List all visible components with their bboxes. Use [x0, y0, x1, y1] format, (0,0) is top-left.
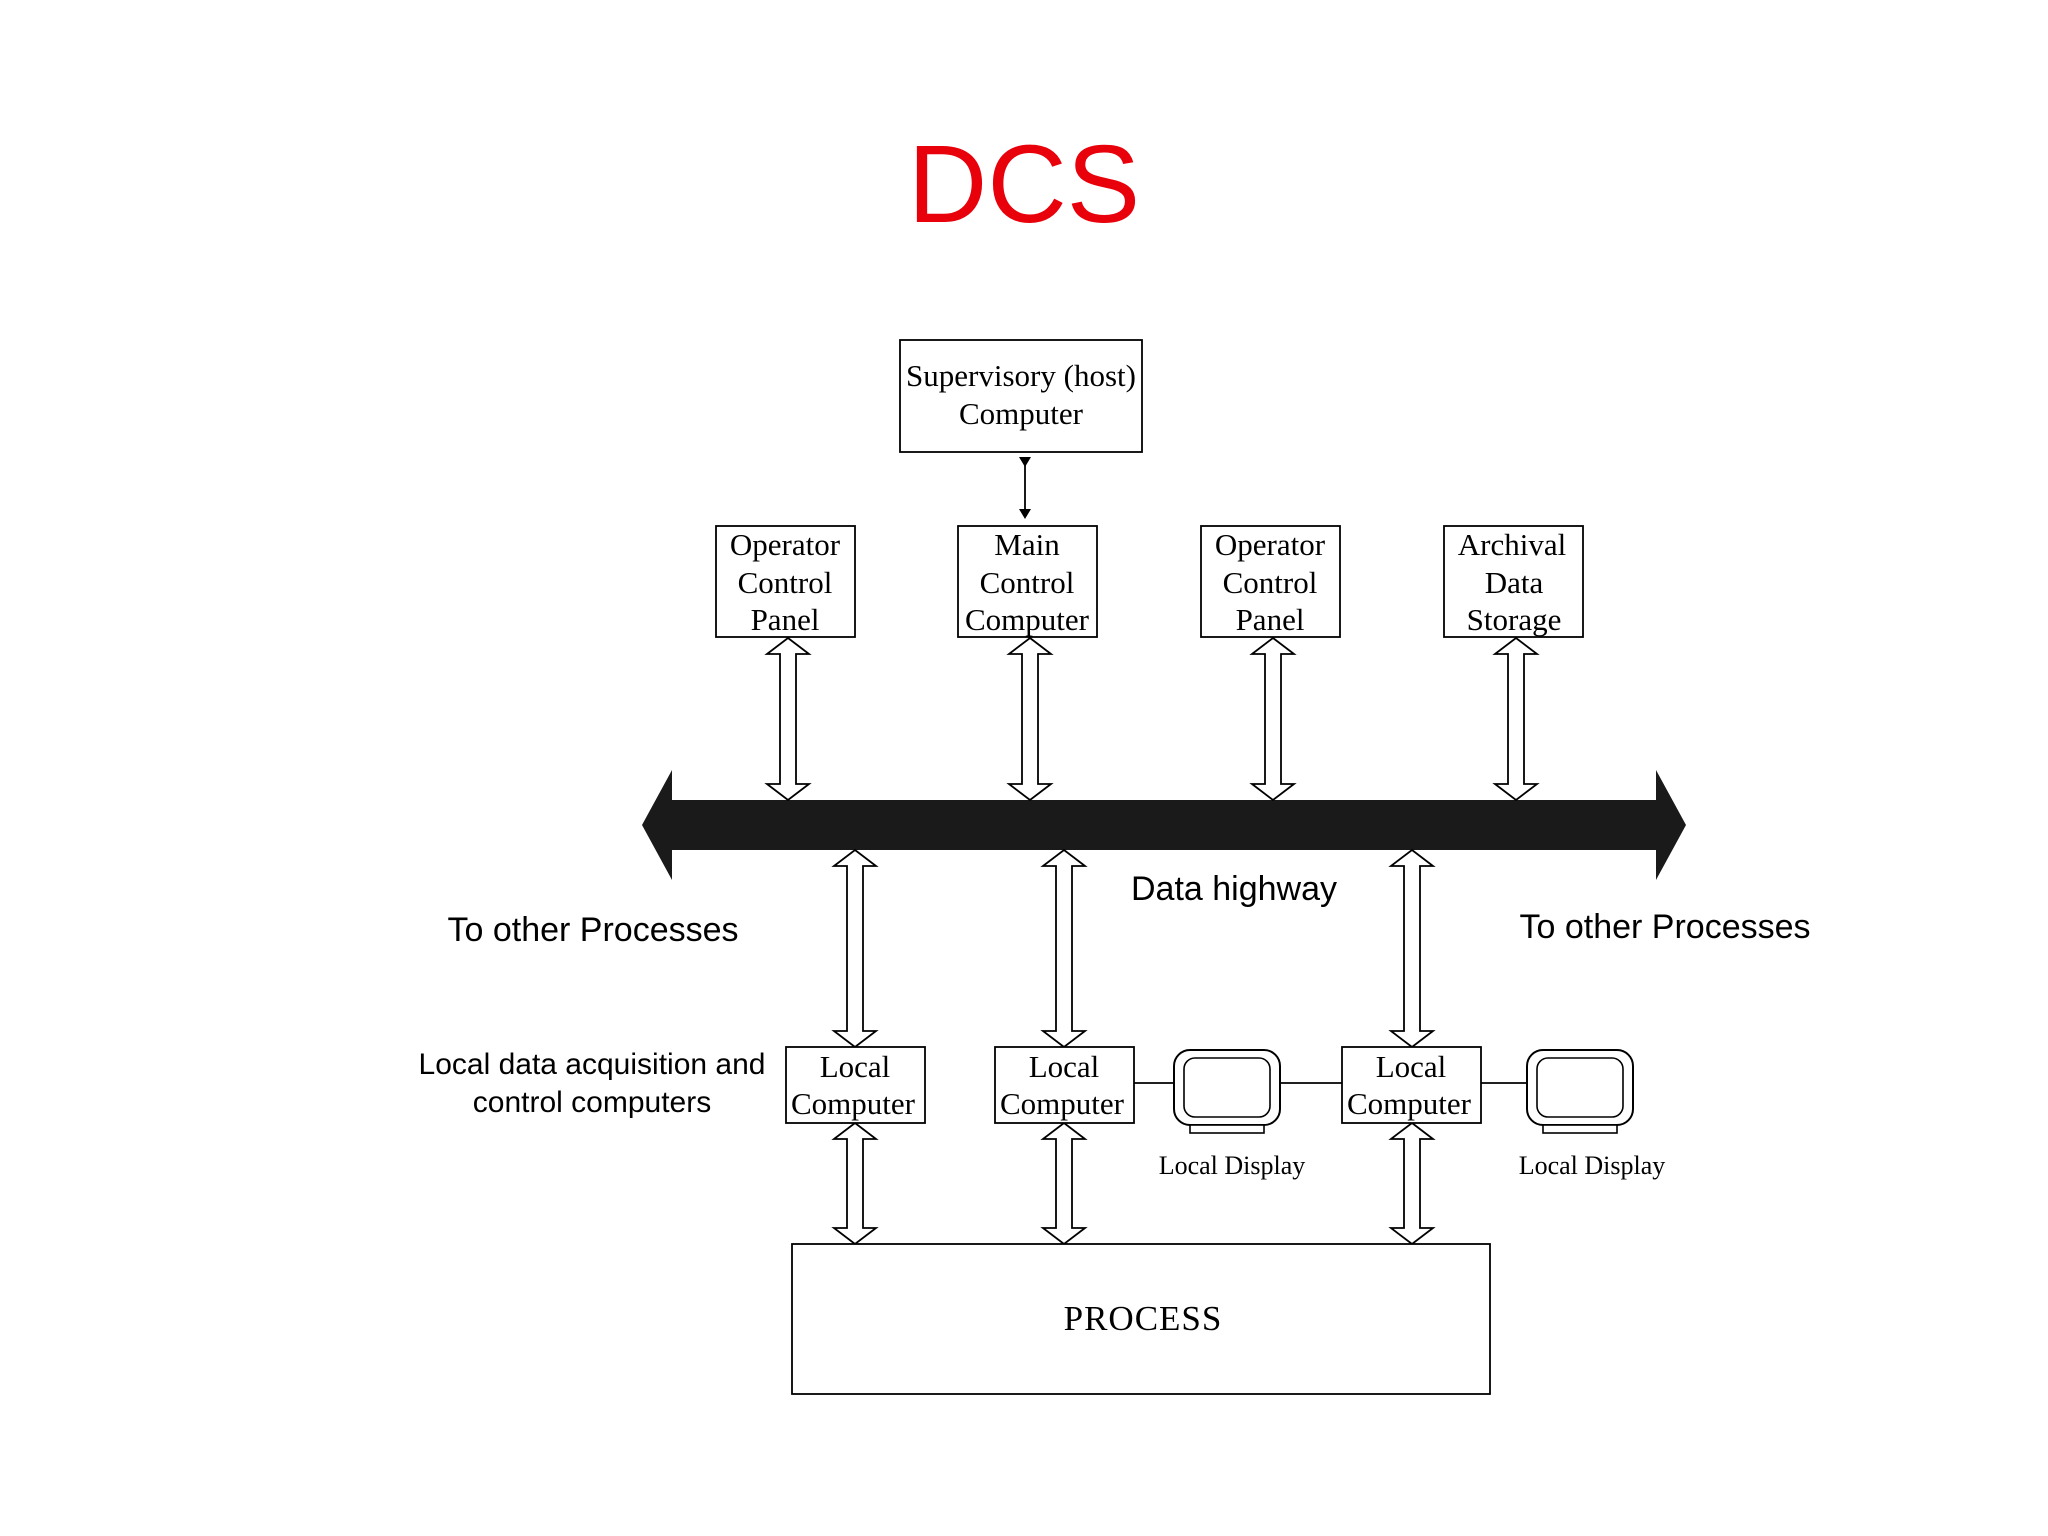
archival-line-2: Data [1485, 565, 1544, 600]
supervisory-computer-node: Supervisory (host) Computer [899, 339, 1143, 453]
archival-line-3: Storage [1467, 602, 1562, 637]
local-computer-2-node: Local Computer [994, 1046, 1135, 1124]
local-2-line-2: Computer [1000, 1086, 1125, 1121]
operator-left-line-3: Panel [751, 602, 820, 637]
operator-control-panel-left-node: Operator Control Panel [715, 525, 856, 638]
hollow-arrows [764, 636, 1540, 1246]
local-acq-label-line-1: Local data acquisition and [419, 1048, 766, 1081]
to-other-processes-left-label: To other Processes [447, 911, 738, 949]
monitor-icon [1173, 1049, 1281, 1134]
process-node: PROCESS [791, 1243, 1491, 1395]
supervisory-line-2: Computer [959, 396, 1084, 431]
to-other-processes-right-label: To other Processes [1519, 908, 1810, 946]
archival-line-1: Archival [1458, 527, 1566, 562]
operator-left-line-2: Control [738, 565, 833, 600]
main-control-line-3: Computer [965, 602, 1090, 637]
local-3-line-2: Computer [1347, 1086, 1472, 1121]
main-control-line-1: Main [994, 527, 1060, 562]
main-control-computer-node: Main Control Computer [957, 525, 1098, 638]
archival-data-storage-node: Archival Data Storage [1443, 525, 1584, 638]
operator-right-line-2: Control [1223, 565, 1318, 600]
link-arrow-process-2 [1040, 1121, 1088, 1246]
local-computer-3-node: Local Computer [1341, 1046, 1482, 1124]
slide-title: DCS [907, 123, 1141, 246]
link-arrow-process-1 [831, 1121, 879, 1246]
link-arrow-main-control [1006, 636, 1054, 802]
local-1-line-2: Computer [791, 1086, 916, 1121]
process-label: PROCESS [1064, 1299, 1223, 1338]
local-2-line-1: Local [1029, 1049, 1100, 1084]
local-acq-label-line-2: control computers [473, 1086, 711, 1119]
data-highway-arrow [642, 770, 1686, 880]
local-1-line-1: Local [820, 1049, 891, 1084]
local-display-1-label: Local Display [1159, 1151, 1306, 1180]
link-arrow-operator-left [764, 636, 812, 802]
link-arrow-process-3 [1388, 1121, 1436, 1246]
local-display-2-label: Local Display [1519, 1151, 1666, 1180]
operator-control-panel-right-node: Operator Control Panel [1200, 525, 1341, 638]
local-3-line-1: Local [1376, 1049, 1447, 1084]
operator-right-line-1: Operator [1215, 527, 1326, 562]
data-highway-label: Data highway [1131, 870, 1337, 908]
link-arrow-operator-right [1249, 636, 1297, 802]
local-computer-1-node: Local Computer [785, 1046, 926, 1124]
main-control-line-2: Control [980, 565, 1075, 600]
monitor-icon [1526, 1049, 1634, 1134]
link-arrow-local-3 [1388, 848, 1436, 1049]
link-arrow-archival [1492, 636, 1540, 802]
link-arrow-local-1 [831, 848, 879, 1049]
link-arrow-local-2 [1040, 848, 1088, 1049]
supervisory-line-1: Supervisory (host) [906, 358, 1136, 393]
operator-left-line-1: Operator [730, 527, 841, 562]
operator-right-line-3: Panel [1236, 602, 1305, 637]
